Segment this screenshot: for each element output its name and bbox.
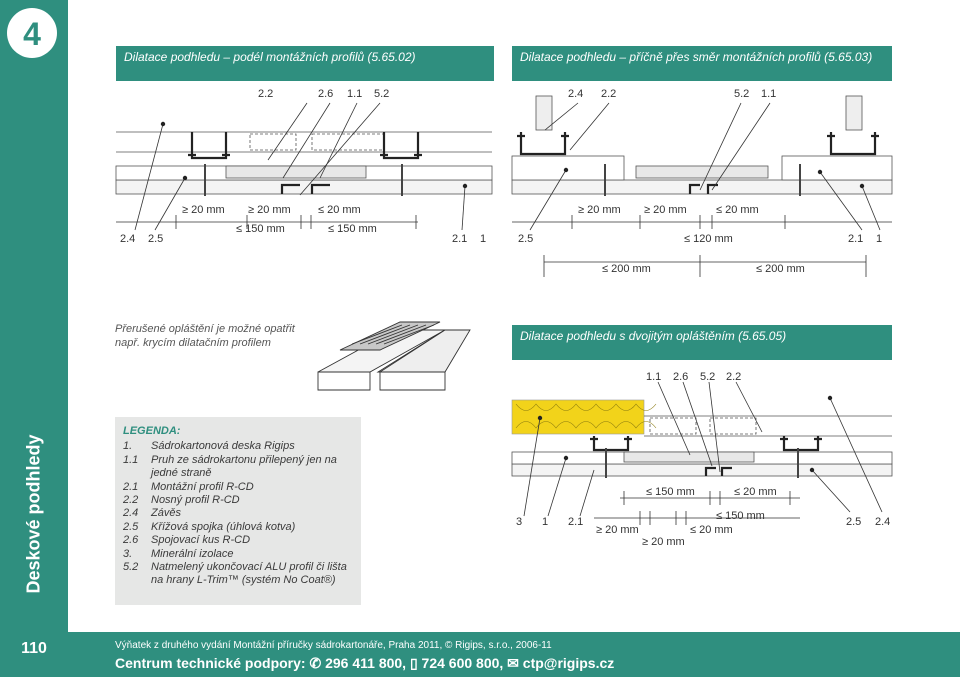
label-left-5-2: 5.2 <box>374 88 389 100</box>
legend-item: 2.5 Křížová spojka (úhlová kotva) <box>123 521 353 534</box>
dim-right-1: ≥ 20 mm <box>578 204 621 216</box>
label-double-5-2: 5.2 <box>700 371 715 383</box>
legend-text: Montážní profil R-CD <box>151 480 254 493</box>
label-left-2-6: 2.6 <box>318 88 333 100</box>
label-right-1: 1 <box>876 233 882 245</box>
label-double-2-4: 2.4 <box>875 516 890 528</box>
legend-item: 2.2 Nosný profil R-CD <box>123 494 353 507</box>
label-left-2-2: 2.2 <box>258 88 273 100</box>
sidebar: 4 Deskové podhledy 110 <box>0 0 68 677</box>
legend-text: Závěs <box>151 507 181 520</box>
legend-item: 3. Minerální izolace <box>123 548 353 561</box>
page-number: 110 <box>21 640 47 657</box>
footer-band <box>68 632 960 677</box>
chapter-badge: 4 <box>7 8 57 58</box>
section-title-double: Dilatace podhledu s dvojitým opláštěním … <box>512 325 892 360</box>
legend-item: 2.1 Montážní profil R-CD <box>123 481 353 494</box>
legend-text: Křížová spojka (úhlová kotva) <box>151 520 296 533</box>
dim-left-3: ≤ 20 mm <box>318 204 361 216</box>
legend-item: 2.4 Závěs <box>123 507 353 520</box>
dim-right-3: ≤ 20 mm <box>716 204 759 216</box>
legend-text: Minerální izolace <box>151 547 234 560</box>
label-double-2-2: 2.2 <box>726 371 741 383</box>
label-double-1-1: 1.1 <box>646 371 661 383</box>
dim-left-1: ≥ 20 mm <box>182 204 225 216</box>
label-left-1-1: 1.1 <box>347 88 362 100</box>
label-right-1-1: 1.1 <box>761 88 776 100</box>
cover-profile-sketch <box>317 321 471 391</box>
dim-double-2: ≤ 20 mm <box>734 486 777 498</box>
dim-double-5: ≤ 20 mm <box>690 524 733 536</box>
legend-num: 1.1 <box>123 453 139 466</box>
label-double-2-6: 2.6 <box>673 371 688 383</box>
label-right-2-5: 2.5 <box>518 233 533 245</box>
footer-support: Centrum technické podpory: ✆ 296 411 800… <box>115 655 615 671</box>
section-title-left: Dilatace podhledu – podél montážních pro… <box>116 46 494 81</box>
legend-text: Natmelený ukončovací ALU profil či lišta… <box>151 561 347 587</box>
dim-double-3: ≤ 150 mm <box>716 510 765 522</box>
label-double-2-1: 2.1 <box>568 516 583 528</box>
legend-title: LEGENDA: <box>123 425 181 437</box>
legend-num: 3. <box>123 547 133 560</box>
legend-item: 1. Sádrokartonová deska Rigips <box>123 440 353 453</box>
legend-item: 2.6 Spojovací kus R-CD <box>123 534 353 547</box>
dim-right-6: ≤ 200 mm <box>756 263 805 275</box>
dilatation-note: Přerušené opláštění je možné opatřit nap… <box>115 323 295 349</box>
label-right-2-4: 2.4 <box>568 88 583 100</box>
legend-text: Spojovací kus R-CD <box>151 534 251 547</box>
dim-left-2: ≥ 20 mm <box>248 204 291 216</box>
dim-right-2: ≥ 20 mm <box>644 204 687 216</box>
footer-source: Výňatek z druhého vydání Montážní příruč… <box>115 640 552 651</box>
diagram-double: 1.1 2.6 5.2 2.2 3 1 2.1 2.5 2.4 ≤ 150 mm… <box>511 371 893 548</box>
dim-left-5: ≤ 150 mm <box>328 223 377 235</box>
label-right-2-2: 2.2 <box>601 88 616 100</box>
dim-left-4: ≤ 150 mm <box>236 223 285 235</box>
legend-text: Nosný profil R-CD <box>151 494 240 507</box>
dim-double-1: ≤ 150 mm <box>646 486 695 498</box>
legend-num: 2.1 <box>123 480 139 493</box>
legend-num: 2.6 <box>123 534 139 547</box>
label-left-2-1: 2.1 <box>452 233 467 245</box>
label-left-2-5: 2.5 <box>148 233 163 245</box>
legend-num: 1. <box>123 440 133 453</box>
label-double-3: 3 <box>516 516 522 528</box>
dim-double-4: ≥ 20 mm <box>596 524 639 536</box>
dim-right-5: ≤ 200 mm <box>602 263 651 275</box>
diagram-left: 2.2 2.6 1.1 5.2 2.4 2.5 2.1 1 ≥ 20 mm ≥ … <box>115 88 493 245</box>
legend: LEGENDA: 1. Sádrokartonová deska Rigips 1… <box>115 417 361 605</box>
label-right-5-2: 5.2 <box>734 88 749 100</box>
label-double-2-5: 2.5 <box>846 516 861 528</box>
label-left-1: 1 <box>480 233 486 245</box>
dim-right-4: ≤ 120 mm <box>684 233 733 245</box>
section-title-right: Dilatace podhledu – příčně přes směr mon… <box>512 46 892 81</box>
legend-num: 2.5 <box>123 520 139 533</box>
legend-num: 5.2 <box>123 561 139 574</box>
label-left-2-4: 2.4 <box>120 233 135 245</box>
label-double-1: 1 <box>542 516 548 528</box>
legend-item: 5.2 Natmelený ukončovací ALU profil či li… <box>123 561 353 588</box>
dim-double-6: ≥ 20 mm <box>642 536 685 548</box>
legend-num: 2.4 <box>123 507 139 520</box>
legend-text: Sádrokartonová deska Rigips <box>151 440 295 453</box>
label-right-2-1: 2.1 <box>848 233 863 245</box>
legend-item: 1.1 Pruh ze sádrokartonu přilepený jen na… <box>123 454 353 481</box>
legend-num: 2.2 <box>123 494 139 507</box>
legend-text: Pruh ze sádrokartonu přilepený jen na je… <box>151 453 337 480</box>
diagram-right: 2.4 2.2 5.2 1.1 2.5 2.1 1 ≥ 20 mm ≥ 20 m… <box>511 88 893 277</box>
